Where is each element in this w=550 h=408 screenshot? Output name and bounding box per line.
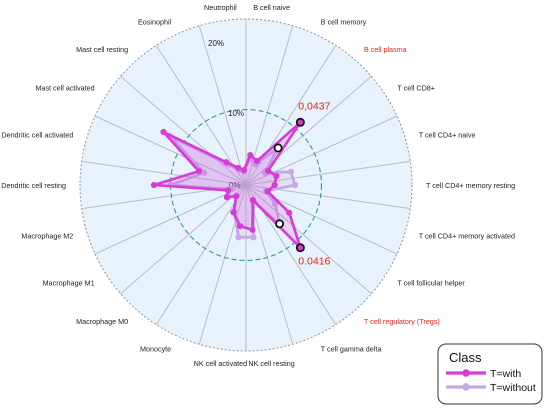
radial-tick-label: 20% <box>208 39 224 48</box>
legend-label: T=with <box>490 368 521 380</box>
category-label: B cell naive <box>253 3 290 12</box>
category-label: T cell CD4+ memory activated <box>419 232 515 241</box>
significant-point-marker <box>295 243 305 253</box>
spoke-line <box>120 184 247 295</box>
category-label: T cell regulatory (Tregs) <box>364 317 440 326</box>
data-point <box>235 164 242 171</box>
data-point <box>250 234 257 241</box>
category-label: T cell CD4+ memory resting <box>426 181 515 190</box>
data-point <box>223 159 230 166</box>
data-point <box>272 200 279 207</box>
category-label: Eosinophil <box>138 17 172 26</box>
category-label: Neutrophil <box>204 3 237 12</box>
data-point <box>230 209 237 216</box>
significant-point-marker <box>295 117 305 127</box>
category-label: T cell CD4+ naive <box>419 130 476 139</box>
data-point <box>160 128 167 136</box>
category-label: Macrophage M1 <box>43 278 95 287</box>
spoke-line <box>81 160 247 186</box>
legend-swatch-point <box>462 369 470 377</box>
legend-swatch-point <box>462 383 470 391</box>
data-point <box>223 194 231 201</box>
data-point <box>224 187 232 194</box>
category-label: Mast cell activated <box>35 84 94 93</box>
spoke-line <box>155 184 247 325</box>
category-label: T cell gamma delta <box>321 345 382 354</box>
data-point <box>265 167 272 174</box>
data-point <box>195 168 203 175</box>
category-label: Mast cell resting <box>76 45 128 54</box>
spoke-line <box>245 184 372 295</box>
category-label: Dendritic cell resting <box>1 181 66 190</box>
significant-point-marker <box>273 143 283 153</box>
spoke-line <box>94 184 247 255</box>
spoke-line <box>198 184 247 345</box>
data-point <box>150 181 158 189</box>
data-point <box>271 181 278 189</box>
data-point <box>235 234 242 241</box>
spoke-line <box>198 25 247 186</box>
data-point <box>253 157 261 165</box>
radial-tick-label: 10% <box>228 109 244 118</box>
p-value-annotation: 0.0416 <box>298 255 330 267</box>
spoke-line <box>155 45 247 186</box>
significant-point-marker <box>275 219 285 229</box>
p-value-annotation: 0,0437 <box>298 101 330 113</box>
legend-label: T=without <box>490 382 536 394</box>
data-point <box>286 209 293 216</box>
data-point <box>249 196 256 204</box>
radial-tick-label: 0% <box>229 181 241 190</box>
data-point <box>240 166 247 174</box>
category-label: B cell memory <box>321 17 367 26</box>
plot-area: 0% 10% 20% 0,0437 0.0416 B cell naive B cell m… <box>1 3 515 368</box>
spoke-line <box>94 115 247 186</box>
category-label: Dendritic cell activated <box>1 130 73 139</box>
category-label: B cell plasma <box>364 45 407 54</box>
data-point <box>247 152 254 159</box>
data-point <box>287 168 294 175</box>
category-label: T cell follicular helper <box>397 278 465 287</box>
data-point <box>249 226 256 233</box>
data-point <box>233 193 240 200</box>
legend-title: Class <box>449 350 482 365</box>
category-label: Macrophage M0 <box>76 317 128 326</box>
data-point <box>264 188 271 195</box>
category-label: NK cell activated <box>194 359 248 368</box>
data-point <box>291 181 299 189</box>
spoke-line <box>120 75 247 186</box>
category-label: T cell CD8+ <box>397 84 435 93</box>
spoke-line <box>245 160 411 186</box>
category-label: NK cell resting <box>248 359 294 368</box>
category-label: Monocyte <box>140 345 171 354</box>
data-point <box>236 222 244 230</box>
data-point <box>273 172 280 180</box>
category-label: Macrophage M2 <box>21 232 73 241</box>
